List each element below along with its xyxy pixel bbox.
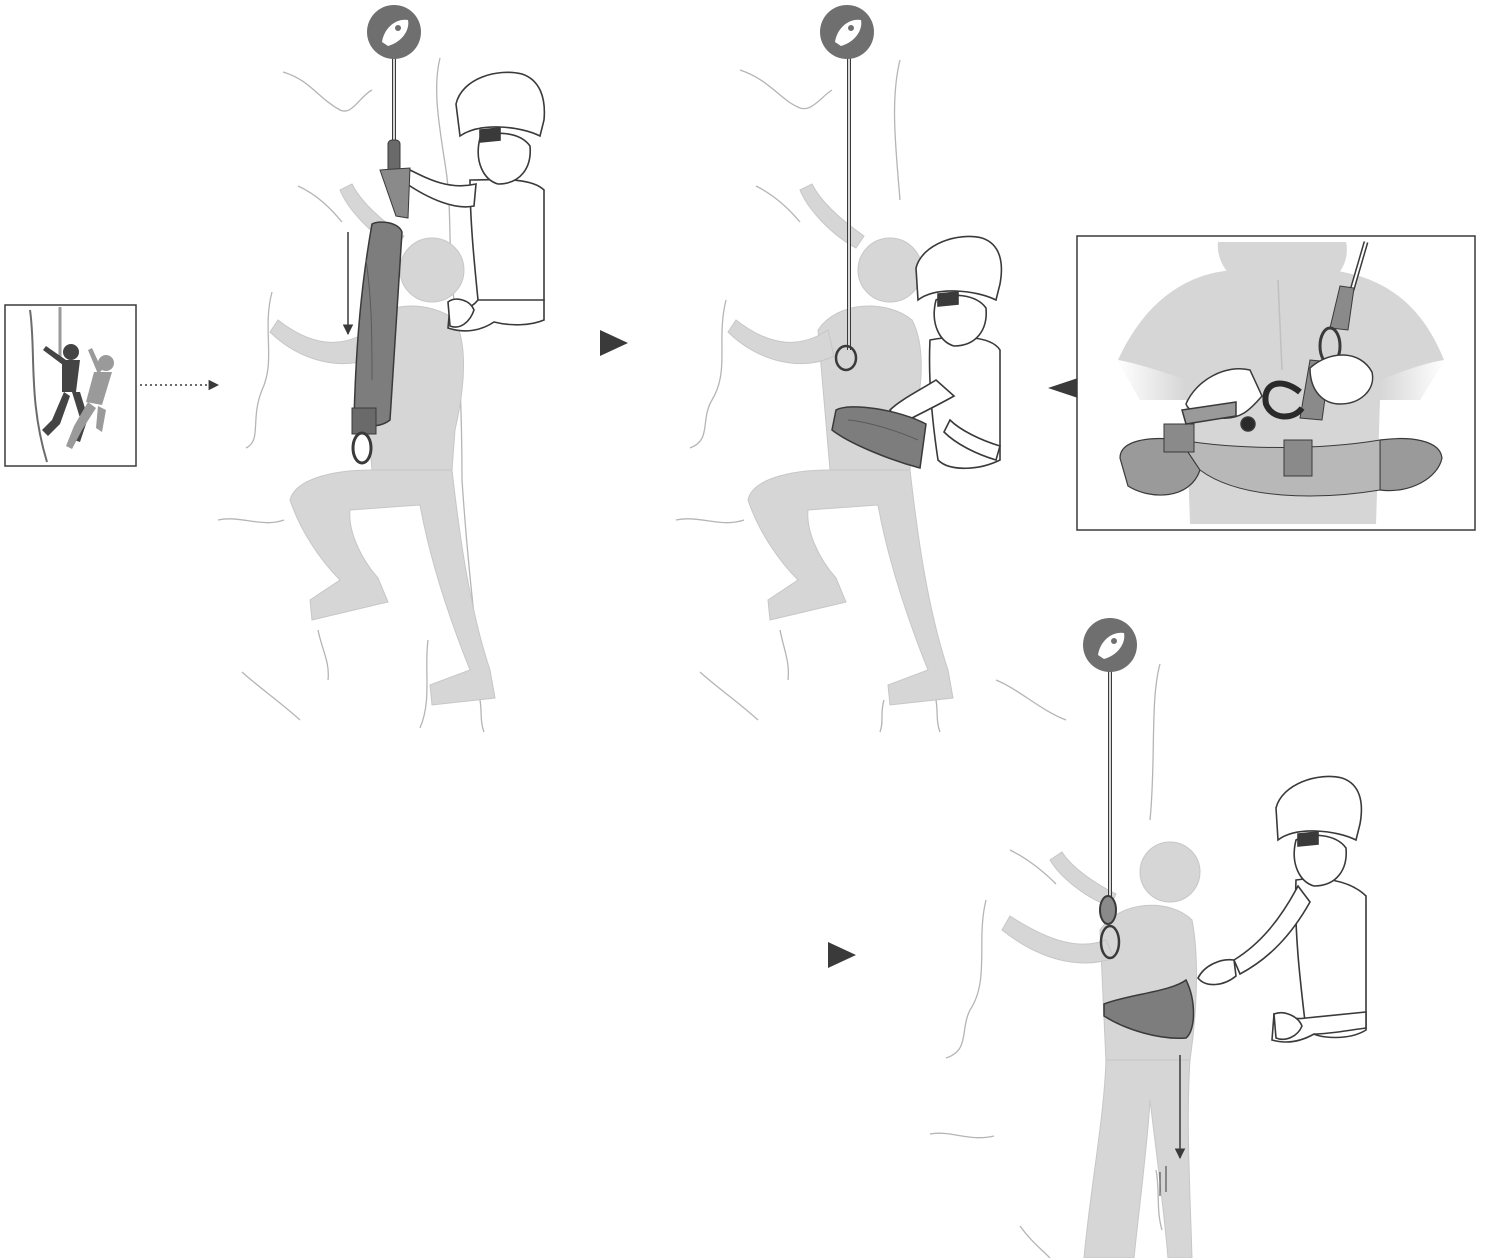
anchor-plate-icon xyxy=(820,5,874,59)
inset-pointer xyxy=(1048,378,1078,398)
triangle-right-icon xyxy=(600,330,628,356)
panel-step-3 xyxy=(930,618,1366,1258)
detail-inset xyxy=(1048,236,1475,530)
panel-step-1 xyxy=(218,5,544,732)
overview-inset xyxy=(5,305,136,466)
triangle-right-icon xyxy=(828,942,856,968)
anchor-plate-icon xyxy=(1083,618,1137,672)
panel-step-2 xyxy=(676,5,1001,732)
anchor-plate-icon xyxy=(367,5,421,59)
rescuer-3 xyxy=(1198,776,1366,1042)
